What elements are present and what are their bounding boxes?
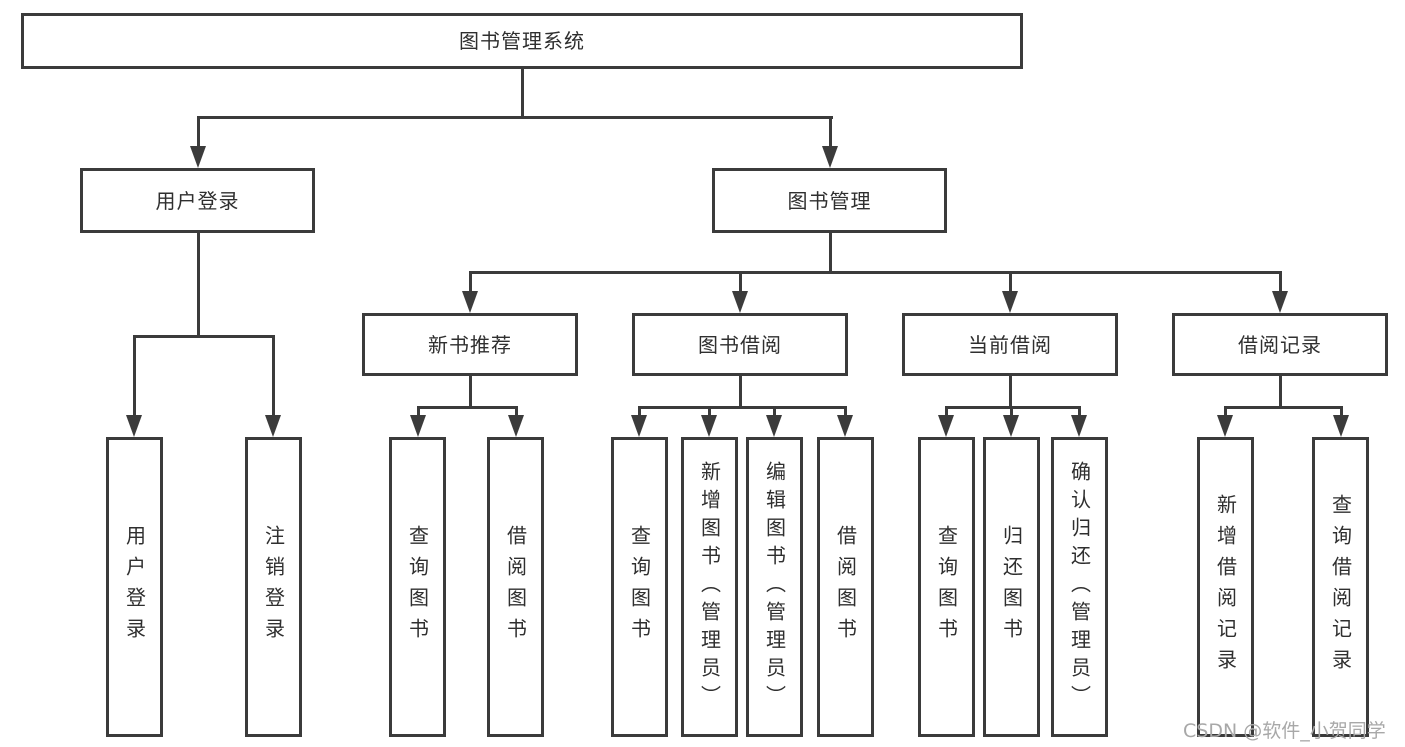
leaf-confirm-return-admin: 确认归还（管理员）	[1051, 437, 1108, 737]
arrowhead-leaf-logout	[265, 415, 281, 437]
connector-book-borrow-split	[638, 406, 847, 409]
connector-book-borrow-stem	[739, 376, 742, 407]
connector-book-management-stem	[829, 233, 832, 272]
connector-new-book-stem	[469, 376, 472, 407]
arrowhead-leaf-user-login	[126, 415, 142, 437]
connector-current-borrow-stem	[1009, 376, 1012, 407]
leaf-query-books-current: 查询图书	[918, 437, 975, 737]
leaf-label: 借阅图书	[503, 525, 528, 649]
leaf-label: 查询图书	[405, 525, 430, 649]
connector-user-login-stem	[197, 233, 200, 336]
arrowhead-leaf	[410, 415, 426, 437]
connector-drop	[417, 406, 420, 417]
leaf-label: 编辑图书（管理员）	[762, 461, 787, 713]
node-label: 图书管理	[787, 188, 872, 213]
connector-drop	[1224, 406, 1227, 417]
leaf-return-book: 归还图书	[983, 437, 1040, 737]
connector-to-borrow-records	[1279, 271, 1282, 293]
connector-to-book-borrow	[739, 271, 742, 293]
arrowhead-leaf	[837, 415, 853, 437]
connector-new-book-split	[417, 406, 518, 409]
node-label: 当前借阅	[968, 332, 1052, 357]
connector-book-management-split	[469, 271, 1282, 274]
node-label: 新书推荐	[428, 332, 512, 357]
node-current-borrow: 当前借阅	[902, 313, 1118, 376]
connector-drop	[708, 406, 711, 417]
node-book-management: 图书管理	[712, 168, 947, 233]
arrowhead-leaf	[1217, 415, 1233, 437]
leaf-label: 借阅图书	[833, 525, 858, 649]
leaf-query-books-recommend: 查询图书	[389, 437, 446, 737]
arrowhead-leaf	[701, 415, 717, 437]
connector-to-user-login	[197, 116, 200, 148]
leaf-label: 查询借阅记录	[1328, 494, 1353, 680]
arrowhead-borrow-records	[1272, 291, 1288, 313]
leaf-label: 注销登录	[261, 525, 286, 649]
arrowhead-leaf	[508, 415, 524, 437]
arrowhead-leaf	[1333, 415, 1349, 437]
connector-drop	[844, 406, 847, 417]
leaf-label: 归还图书	[999, 525, 1024, 649]
connector-to-current-borrow	[1009, 271, 1012, 293]
arrowhead-book-management	[822, 146, 838, 168]
leaf-query-books-borrow: 查询图书	[611, 437, 668, 737]
leaf-label: 新增借阅记录	[1213, 494, 1238, 680]
connector-to-new-book-recommend	[469, 271, 472, 293]
leaf-user-login: 用户登录	[106, 437, 163, 737]
connector-drop	[638, 406, 641, 417]
connector-root-stem	[521, 69, 524, 117]
connector-drop	[1078, 406, 1081, 417]
arrowhead-current-borrow	[1002, 291, 1018, 313]
connector-borrow-records-stem	[1279, 376, 1282, 407]
connector-user-login-split	[133, 335, 275, 338]
leaf-borrow-books-recommend: 借阅图书	[487, 437, 544, 737]
arrowhead-new-book-recommend	[462, 291, 478, 313]
leaf-label: 用户登录	[122, 525, 147, 649]
node-label: 用户登录	[155, 188, 240, 213]
connector-current-borrow-split	[945, 406, 1081, 409]
connector-to-book-management	[829, 116, 832, 148]
leaf-edit-book-admin: 编辑图书（管理员）	[746, 437, 803, 737]
node-label: 借阅记录	[1238, 332, 1322, 357]
arrowhead-book-borrow	[732, 291, 748, 313]
leaf-borrow-books: 借阅图书	[817, 437, 874, 737]
leaf-label: 查询图书	[627, 525, 652, 649]
node-borrow-records: 借阅记录	[1172, 313, 1388, 376]
connector-drop	[1340, 406, 1343, 417]
leaf-query-borrow-record: 查询借阅记录	[1312, 437, 1369, 737]
leaf-label: 查询图书	[934, 525, 959, 649]
arrowhead-leaf	[938, 415, 954, 437]
leaf-add-borrow-record: 新增借阅记录	[1197, 437, 1254, 737]
node-user-login: 用户登录	[80, 168, 315, 233]
arrowhead-leaf	[766, 415, 782, 437]
connector-root-split	[197, 116, 833, 119]
node-book-borrow: 图书借阅	[632, 313, 848, 376]
watermark: CSDN @软件_小贺同学	[1183, 720, 1386, 742]
connector-borrow-records-split	[1224, 406, 1343, 409]
arrowhead-user-login	[190, 146, 206, 168]
leaf-label: 确认归还（管理员）	[1067, 461, 1092, 713]
connector-drop	[945, 406, 948, 417]
arrowhead-leaf	[1071, 415, 1087, 437]
node-label: 图书管理系统	[459, 29, 585, 53]
leaf-logout: 注销登录	[245, 437, 302, 737]
arrowhead-leaf	[631, 415, 647, 437]
leaf-label: 新增图书（管理员）	[697, 461, 722, 713]
connector-drop	[515, 406, 518, 417]
connector-to-leaf-user-login	[133, 335, 136, 417]
connector-drop	[773, 406, 776, 417]
connector-drop	[1010, 406, 1013, 417]
arrowhead-leaf	[1003, 415, 1019, 437]
leaf-add-book-admin: 新增图书（管理员）	[681, 437, 738, 737]
connector-to-leaf-logout	[272, 335, 275, 417]
node-new-book-recommend: 新书推荐	[362, 313, 578, 376]
node-library-management-system: 图书管理系统	[21, 13, 1023, 69]
node-label: 图书借阅	[698, 332, 782, 357]
